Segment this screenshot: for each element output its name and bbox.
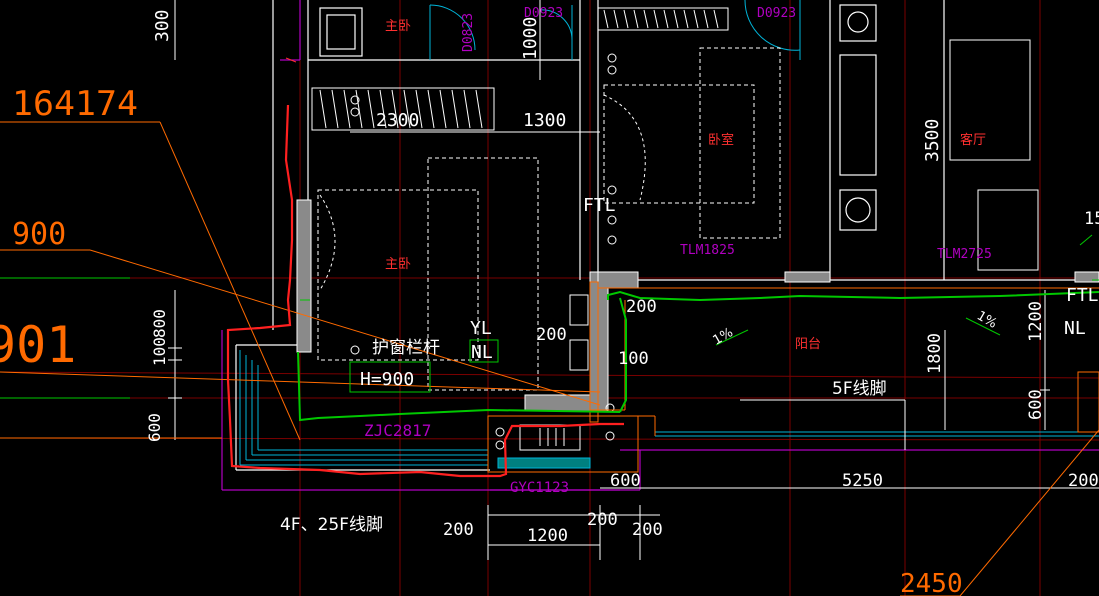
room-bedroom: 卧室 (708, 132, 734, 148)
dim-15: 15 (1084, 209, 1099, 229)
big-label-164174: 164174 (12, 84, 138, 124)
dim-1000: 1000 (520, 17, 541, 60)
room-master-top: 主卧 (385, 19, 411, 34)
label-ftl-right: FTL (1066, 285, 1099, 306)
label-skirting-4f: 4F、25F线脚 (280, 515, 383, 535)
dim-600-right: 600 (1026, 389, 1046, 420)
closet-hatch (311, 7, 729, 131)
dim-200-mid: 200 (536, 325, 567, 345)
label-yl: YL (470, 318, 492, 339)
magenta-outline (221, 0, 1099, 491)
dim-200-b2: 200 (587, 510, 618, 530)
dim-200-b3: 200 (632, 520, 663, 540)
opening-d0923-b: D0923 (757, 6, 796, 21)
dimension-lines (168, 0, 1099, 560)
room-master: 主卧 (385, 257, 411, 272)
green-lines (0, 234, 1099, 422)
dim-600-left: 600 (145, 413, 164, 442)
label-skirting-5f: 5F线脚 (832, 379, 887, 399)
dim-100: 100 (150, 337, 169, 366)
big-label-901: 901 (0, 316, 76, 374)
red-markup (226, 104, 624, 478)
opening-tlm1825: TLM1825 (680, 243, 735, 258)
label-rail: 护窗栏杆 (372, 338, 440, 358)
dim-2450: 2450 (900, 569, 963, 596)
opening-tlm2725: TLM2725 (937, 247, 992, 262)
dim-200-right: 200 (626, 297, 657, 317)
dim-1800: 1800 (925, 333, 945, 374)
opening-zjc2817: ZJC2817 (364, 421, 431, 440)
dim-800: 800 (150, 309, 169, 338)
dim-600-bottom: 600 (610, 471, 641, 491)
label-nl: NL (471, 342, 493, 363)
dim-2300: 2300 (376, 110, 419, 131)
dim-200-far: 200 (1068, 471, 1099, 491)
dim-1200-b: 1200 (527, 526, 568, 546)
gray-walls (296, 199, 1099, 413)
big-label-900: 900 (12, 217, 66, 252)
opening-d0923-a: D0923 (524, 6, 563, 21)
dim-1300: 1300 (523, 110, 566, 131)
room-living: 客厅 (960, 132, 986, 148)
fixtures (350, 53, 617, 451)
dim-5250: 5250 (842, 471, 883, 491)
dim-200-b1: 200 (443, 520, 474, 540)
dim-3500: 3500 (922, 119, 943, 162)
dim-1200-right: 1200 (1026, 301, 1046, 342)
label-rail-height: H=900 (360, 369, 414, 390)
small-ticks (285, 57, 297, 63)
room-balcony: 阳台 (795, 337, 821, 352)
opening-gyc1123: GYC1123 (510, 480, 569, 496)
window-lines (239, 0, 1099, 469)
beds (317, 39, 1039, 391)
dim-300: 300 (152, 9, 173, 42)
label-ftl-mid: FTL (583, 195, 616, 216)
label-nl-right: NL (1064, 318, 1086, 339)
opening-d0823: D0823 (461, 13, 476, 52)
dim-100-b: 100 (618, 349, 649, 369)
